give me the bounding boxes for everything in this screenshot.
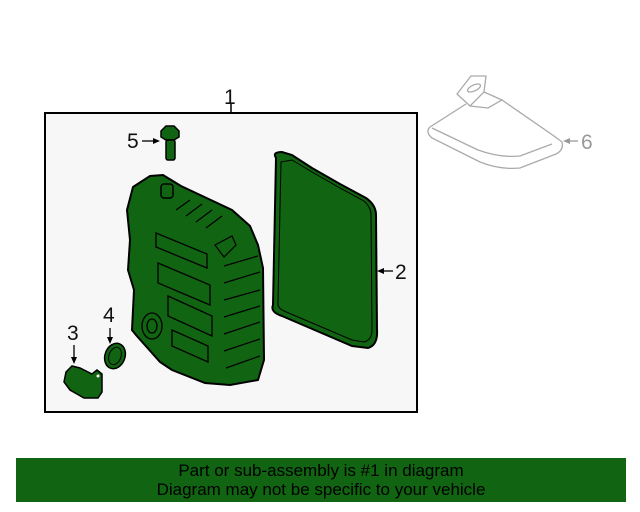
arrow-icon xyxy=(107,337,113,344)
gasket-part[interactable] xyxy=(271,150,379,350)
callout-4[interactable]: 4 xyxy=(103,304,115,327)
arrow-icon xyxy=(377,268,384,274)
arrow-icon xyxy=(153,138,160,144)
callout-5[interactable]: 5 xyxy=(127,130,139,153)
bolt-part[interactable] xyxy=(160,125,180,161)
o-ring-part[interactable] xyxy=(101,340,129,371)
callout-1[interactable]: 1 xyxy=(224,86,236,109)
arrow-icon xyxy=(563,138,570,144)
filter-reference-part xyxy=(427,75,564,170)
callout-2[interactable]: 2 xyxy=(395,261,407,284)
disclaimer-banner: Part or sub-assembly is #1 in diagram Di… xyxy=(16,458,626,502)
banner-line-1: Part or sub-assembly is #1 in diagram xyxy=(178,461,464,480)
callout-6[interactable]: 6 xyxy=(581,131,593,154)
oil-pan-part[interactable] xyxy=(125,173,266,387)
banner-line-2: Diagram may not be specific to your vehi… xyxy=(156,480,486,499)
bracket-part[interactable] xyxy=(63,365,103,399)
arrow-icon xyxy=(71,357,77,364)
callout-3[interactable]: 3 xyxy=(67,322,79,345)
